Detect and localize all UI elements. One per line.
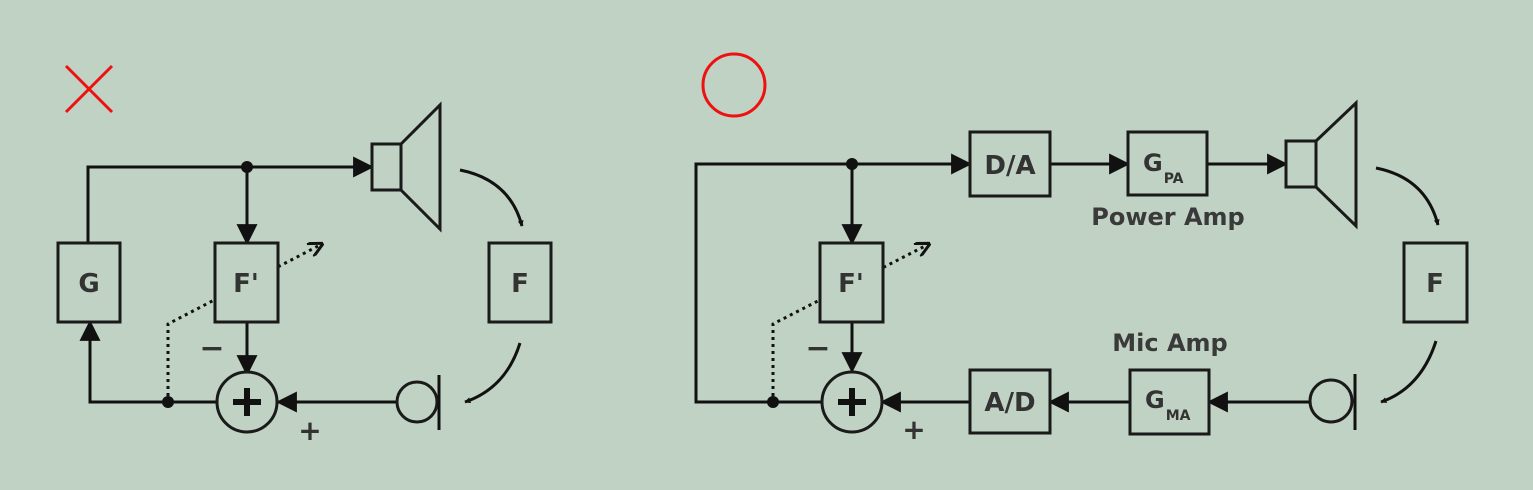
mic-amp-caption: Mic Amp xyxy=(1112,329,1227,357)
gain-label: G xyxy=(78,269,99,299)
plus-sign: + xyxy=(298,414,321,447)
acoustic-arrow-bottom xyxy=(1380,340,1438,404)
microphone-icon xyxy=(395,375,441,430)
acoustic-path-block: F xyxy=(487,241,553,324)
minus-sign: − xyxy=(199,331,224,366)
cross-mark-icon xyxy=(64,64,114,114)
acoustic-arrow-top xyxy=(459,168,524,227)
filter-block: F' xyxy=(213,241,280,324)
dac-label: D/A xyxy=(984,151,1035,181)
top-wire xyxy=(86,156,375,243)
path-label: F xyxy=(511,269,529,299)
adaptive-tap-dotted xyxy=(771,244,929,396)
adaptive-tap-dotted xyxy=(166,244,322,396)
junction-dot xyxy=(162,396,174,408)
mic-gain-label: GMA xyxy=(1145,386,1191,424)
junction-dot xyxy=(241,161,253,173)
mic-amp-block: GMA xyxy=(1128,368,1211,436)
acoustic-arrow-bottom xyxy=(464,342,522,404)
filter-label: F' xyxy=(233,269,259,299)
acoustic-arrow-top xyxy=(1375,166,1440,226)
dac-block: D/A xyxy=(968,130,1052,198)
power-amp-caption: Power Amp xyxy=(1091,203,1244,231)
speaker-icon xyxy=(370,101,442,233)
microphone-icon xyxy=(1308,374,1357,430)
summing-junction-icon xyxy=(215,370,279,434)
plus-sign: + xyxy=(902,413,925,446)
adc-label: A/D xyxy=(984,388,1035,418)
minus-sign: − xyxy=(805,331,830,366)
speaker-icon xyxy=(1284,99,1358,230)
filter-block: F' xyxy=(818,241,885,324)
main-loop-wire xyxy=(694,153,973,404)
junction-dot xyxy=(767,396,779,408)
left-diagram: G F' F − + xyxy=(56,64,553,447)
summing-junction-icon xyxy=(820,370,884,434)
circle-mark-icon xyxy=(701,52,767,118)
acoustic-path-block: F xyxy=(1402,241,1469,324)
power-amp-block: GPA xyxy=(1126,130,1209,197)
right-diagram: D/A GPA Power Amp F' F Mic Amp GMA A/D xyxy=(694,52,1469,446)
path-label: F xyxy=(1426,269,1444,299)
adc-block: A/D xyxy=(968,368,1052,435)
power-gain-label: GPA xyxy=(1143,149,1184,187)
gain-block: G xyxy=(56,241,122,324)
adder-to-gain-wire xyxy=(79,319,216,404)
junction-dot xyxy=(846,158,858,170)
filter-label: F' xyxy=(838,269,864,299)
